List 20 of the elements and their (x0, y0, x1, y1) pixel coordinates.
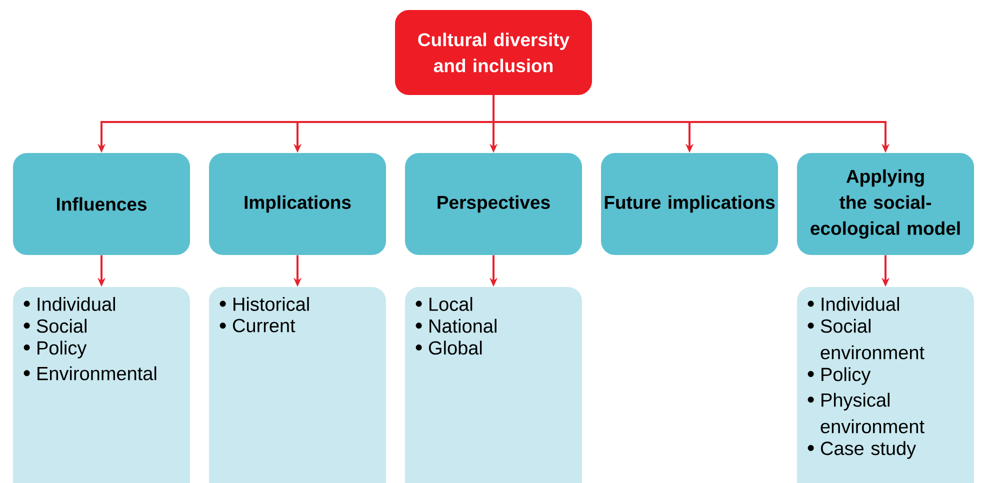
list-item: Individual (38, 297, 115, 311)
list-item: Policy (38, 340, 87, 358)
category-box: Influences (13, 153, 190, 255)
list-item: Environmental (38, 366, 156, 380)
category-box: Applying the social-ecological model (797, 153, 974, 255)
list-item: Global (428, 340, 482, 355)
list-item: Historical (234, 297, 309, 311)
list-item: Individual (822, 297, 899, 311)
list-item: Social (36, 318, 86, 333)
list-item: Policy (822, 367, 871, 385)
list-item: Case study (820, 441, 916, 459)
list-item: Current (232, 318, 296, 332)
title-box: Cultural diversity and inclusion (395, 10, 592, 95)
category-box: Future implications (601, 153, 778, 255)
category-box: Implications (209, 153, 386, 255)
list-item: National (430, 318, 496, 333)
category-box: Perspectives (405, 153, 582, 255)
list-item: Social environment (820, 318, 924, 360)
list-item: Local (430, 297, 472, 311)
list-item: Physical environment (820, 392, 924, 434)
